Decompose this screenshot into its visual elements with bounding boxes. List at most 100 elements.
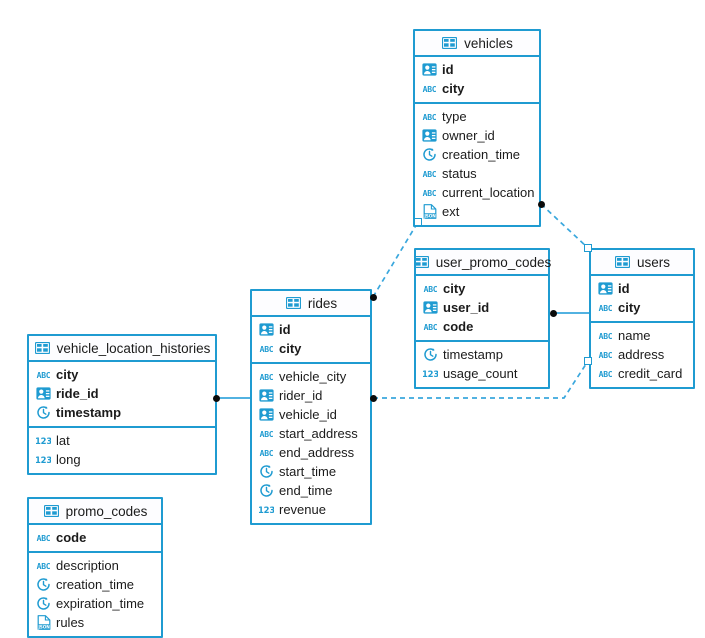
relationship-rel-rides-vehicles[interactable] [372, 221, 419, 298]
column-row[interactable]: expiration_time [29, 594, 161, 613]
svg-text:123: 123 [36, 455, 51, 465]
string-abc-icon: ABC [36, 530, 51, 545]
table-header[interactable]: user_promo_codes [413, 250, 551, 276]
svg-text:ABC: ABC [260, 373, 274, 382]
table-header[interactable]: rides [252, 291, 370, 317]
column-name: id [442, 62, 454, 77]
column-row[interactable]: start_time [252, 462, 370, 481]
column-name: city [279, 341, 302, 356]
column-row[interactable]: user_id [416, 298, 548, 317]
column-row[interactable]: id [252, 320, 370, 339]
column-name: city [442, 81, 465, 96]
relationship-rel-vehicles-users[interactable] [540, 203, 589, 249]
table-grid-icon [614, 255, 631, 269]
uuid-person-card-icon [422, 62, 437, 77]
column-row[interactable]: 123usage_count [416, 364, 548, 383]
table-header[interactable]: vehicle_location_histories [29, 336, 215, 362]
column-row[interactable]: 123long [29, 450, 215, 469]
number-123-icon: 123 [36, 433, 51, 448]
svg-text:ABC: ABC [423, 113, 437, 122]
column-row[interactable]: 123revenue [252, 500, 370, 519]
timestamp-clock-icon [259, 464, 274, 479]
column-row[interactable]: creation_time [29, 575, 161, 594]
string-abc-icon: ABC [422, 185, 437, 200]
columns-section: 123lat123long [29, 428, 215, 473]
uuid-person-card-icon [422, 128, 437, 143]
column-row[interactable]: ABC start_address [252, 424, 370, 443]
timestamp-clock-icon [36, 405, 51, 420]
svg-text:ABC: ABC [260, 449, 274, 458]
column-row[interactable]: ABC vehicle_city [252, 367, 370, 386]
column-row[interactable]: rider_id [252, 386, 370, 405]
relationship-target-square [414, 218, 422, 226]
table-header[interactable]: vehicles [415, 31, 539, 57]
relationship-source-dot [537, 200, 545, 208]
column-row[interactable]: end_time [252, 481, 370, 500]
svg-text:123: 123 [36, 436, 51, 446]
column-name: start_address [279, 426, 358, 441]
column-row[interactable]: timestamp [29, 403, 215, 422]
string-abc-icon: ABC [598, 366, 613, 381]
column-name: vehicle_city [279, 369, 347, 384]
string-abc-icon: ABC [36, 558, 51, 573]
column-row[interactable]: id [591, 279, 693, 298]
table-grid-icon [34, 341, 51, 355]
string-abc-icon: ABC [259, 369, 274, 384]
table-name: vehicles [464, 35, 513, 51]
column-name: city [56, 367, 79, 382]
column-row[interactable]: timestamp [416, 345, 548, 364]
svg-text:JSON: JSON [423, 213, 436, 219]
string-abc-icon: ABC [423, 319, 438, 334]
svg-text:JSON: JSON [37, 624, 50, 630]
column-row[interactable]: ride_id [29, 384, 215, 403]
number-123-icon: 123 [423, 366, 438, 381]
table-name: promo_codes [65, 503, 148, 519]
timestamp-clock-icon [36, 577, 51, 592]
svg-text:ABC: ABC [599, 304, 613, 313]
column-name: ride_id [56, 386, 99, 401]
column-row[interactable]: ABC city [29, 365, 215, 384]
svg-text:ABC: ABC [37, 534, 51, 543]
string-abc-icon: ABC [259, 426, 274, 441]
svg-text:ABC: ABC [37, 562, 51, 571]
timestamp-clock-icon [259, 483, 274, 498]
column-row[interactable]: vehicle_id [252, 405, 370, 424]
column-row[interactable]: id [415, 60, 539, 79]
json-document-icon: JSON [36, 615, 51, 630]
table-header[interactable]: promo_codes [29, 499, 161, 525]
column-name: start_time [279, 464, 337, 479]
column-row[interactable]: 123lat [29, 431, 215, 450]
column-row[interactable]: creation_time [415, 145, 539, 164]
string-abc-icon: ABC [598, 328, 613, 343]
table-header[interactable]: users [591, 250, 693, 276]
column-row[interactable]: owner_id [415, 126, 539, 145]
svg-text:ABC: ABC [37, 371, 51, 380]
